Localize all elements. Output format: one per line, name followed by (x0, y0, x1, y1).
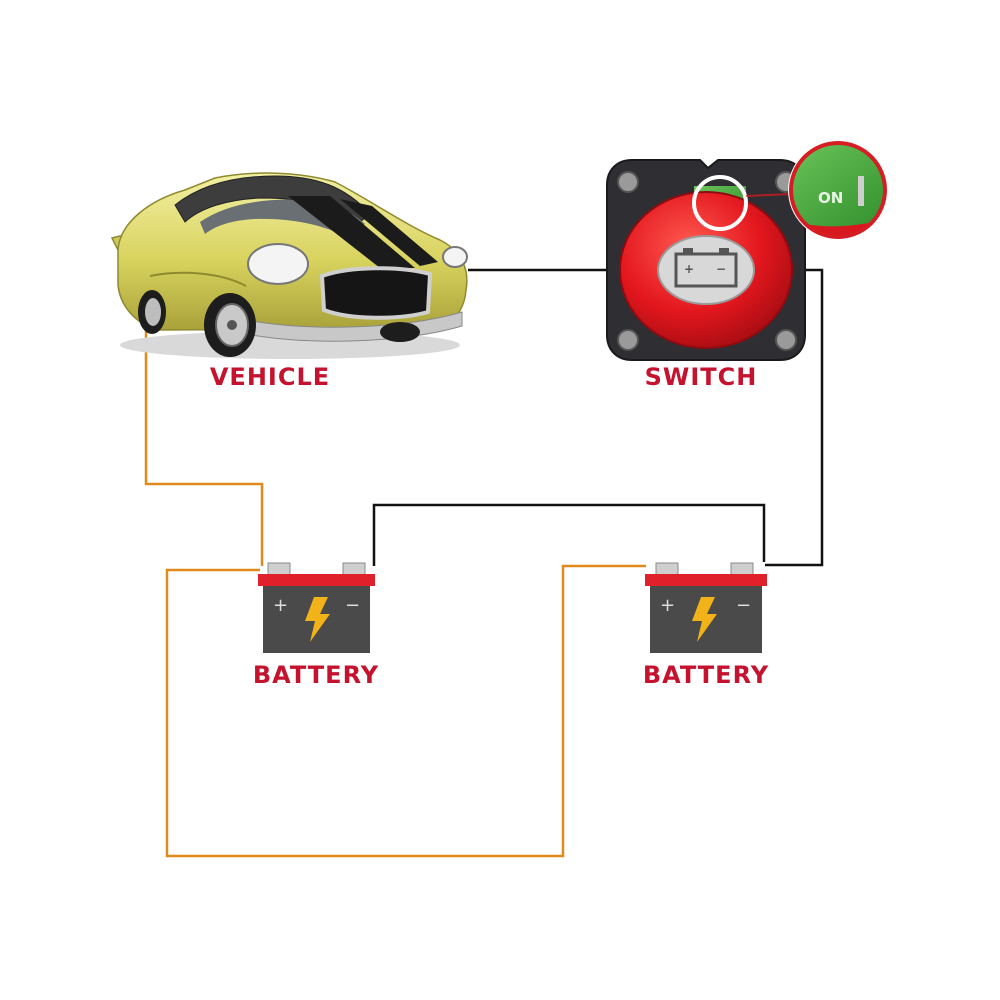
battery-plus-sign: + (273, 595, 288, 616)
zoom-on-text: ON (818, 189, 843, 207)
battery-minus-sign: − (345, 595, 360, 616)
svg-text:−: − (716, 262, 726, 276)
wire-switch-to-right-battery (765, 268, 824, 567)
car-wheel-rear (138, 290, 166, 334)
wire-vehicle-to-left-battery (144, 318, 264, 566)
wire-right-to-left-battery (372, 503, 766, 566)
battery-right: + − (645, 562, 767, 653)
vehicle-label: VEHICLE (210, 363, 330, 391)
lightning-bolt-icon (305, 597, 330, 642)
svg-text:+: + (684, 262, 694, 276)
zoom-callout: ON (788, 140, 888, 240)
wires (144, 268, 824, 858)
wire-left-to-right-battery (165, 564, 646, 858)
switch-label: SWITCH (645, 363, 758, 391)
mounting-hole (617, 171, 639, 193)
battery-plus-sign: + (660, 595, 675, 616)
highlight-circle (692, 175, 748, 231)
car-icon (110, 172, 468, 359)
car-wheel-front (204, 293, 256, 357)
battery-top (258, 574, 375, 586)
battery-minus-sign: − (736, 595, 751, 616)
mounting-hole (775, 329, 797, 351)
mounting-hole (617, 329, 639, 351)
battery-left: + − (258, 562, 375, 653)
battery-icon: + − (674, 248, 738, 288)
lightning-bolt-icon (692, 597, 717, 642)
rotary-switch-icon: ON + − (606, 159, 806, 361)
battery-top (645, 574, 767, 586)
battery-right-label: BATTERY (643, 661, 769, 689)
battery-left-label: BATTERY (253, 661, 379, 689)
car-wheel-front-right (380, 322, 420, 342)
